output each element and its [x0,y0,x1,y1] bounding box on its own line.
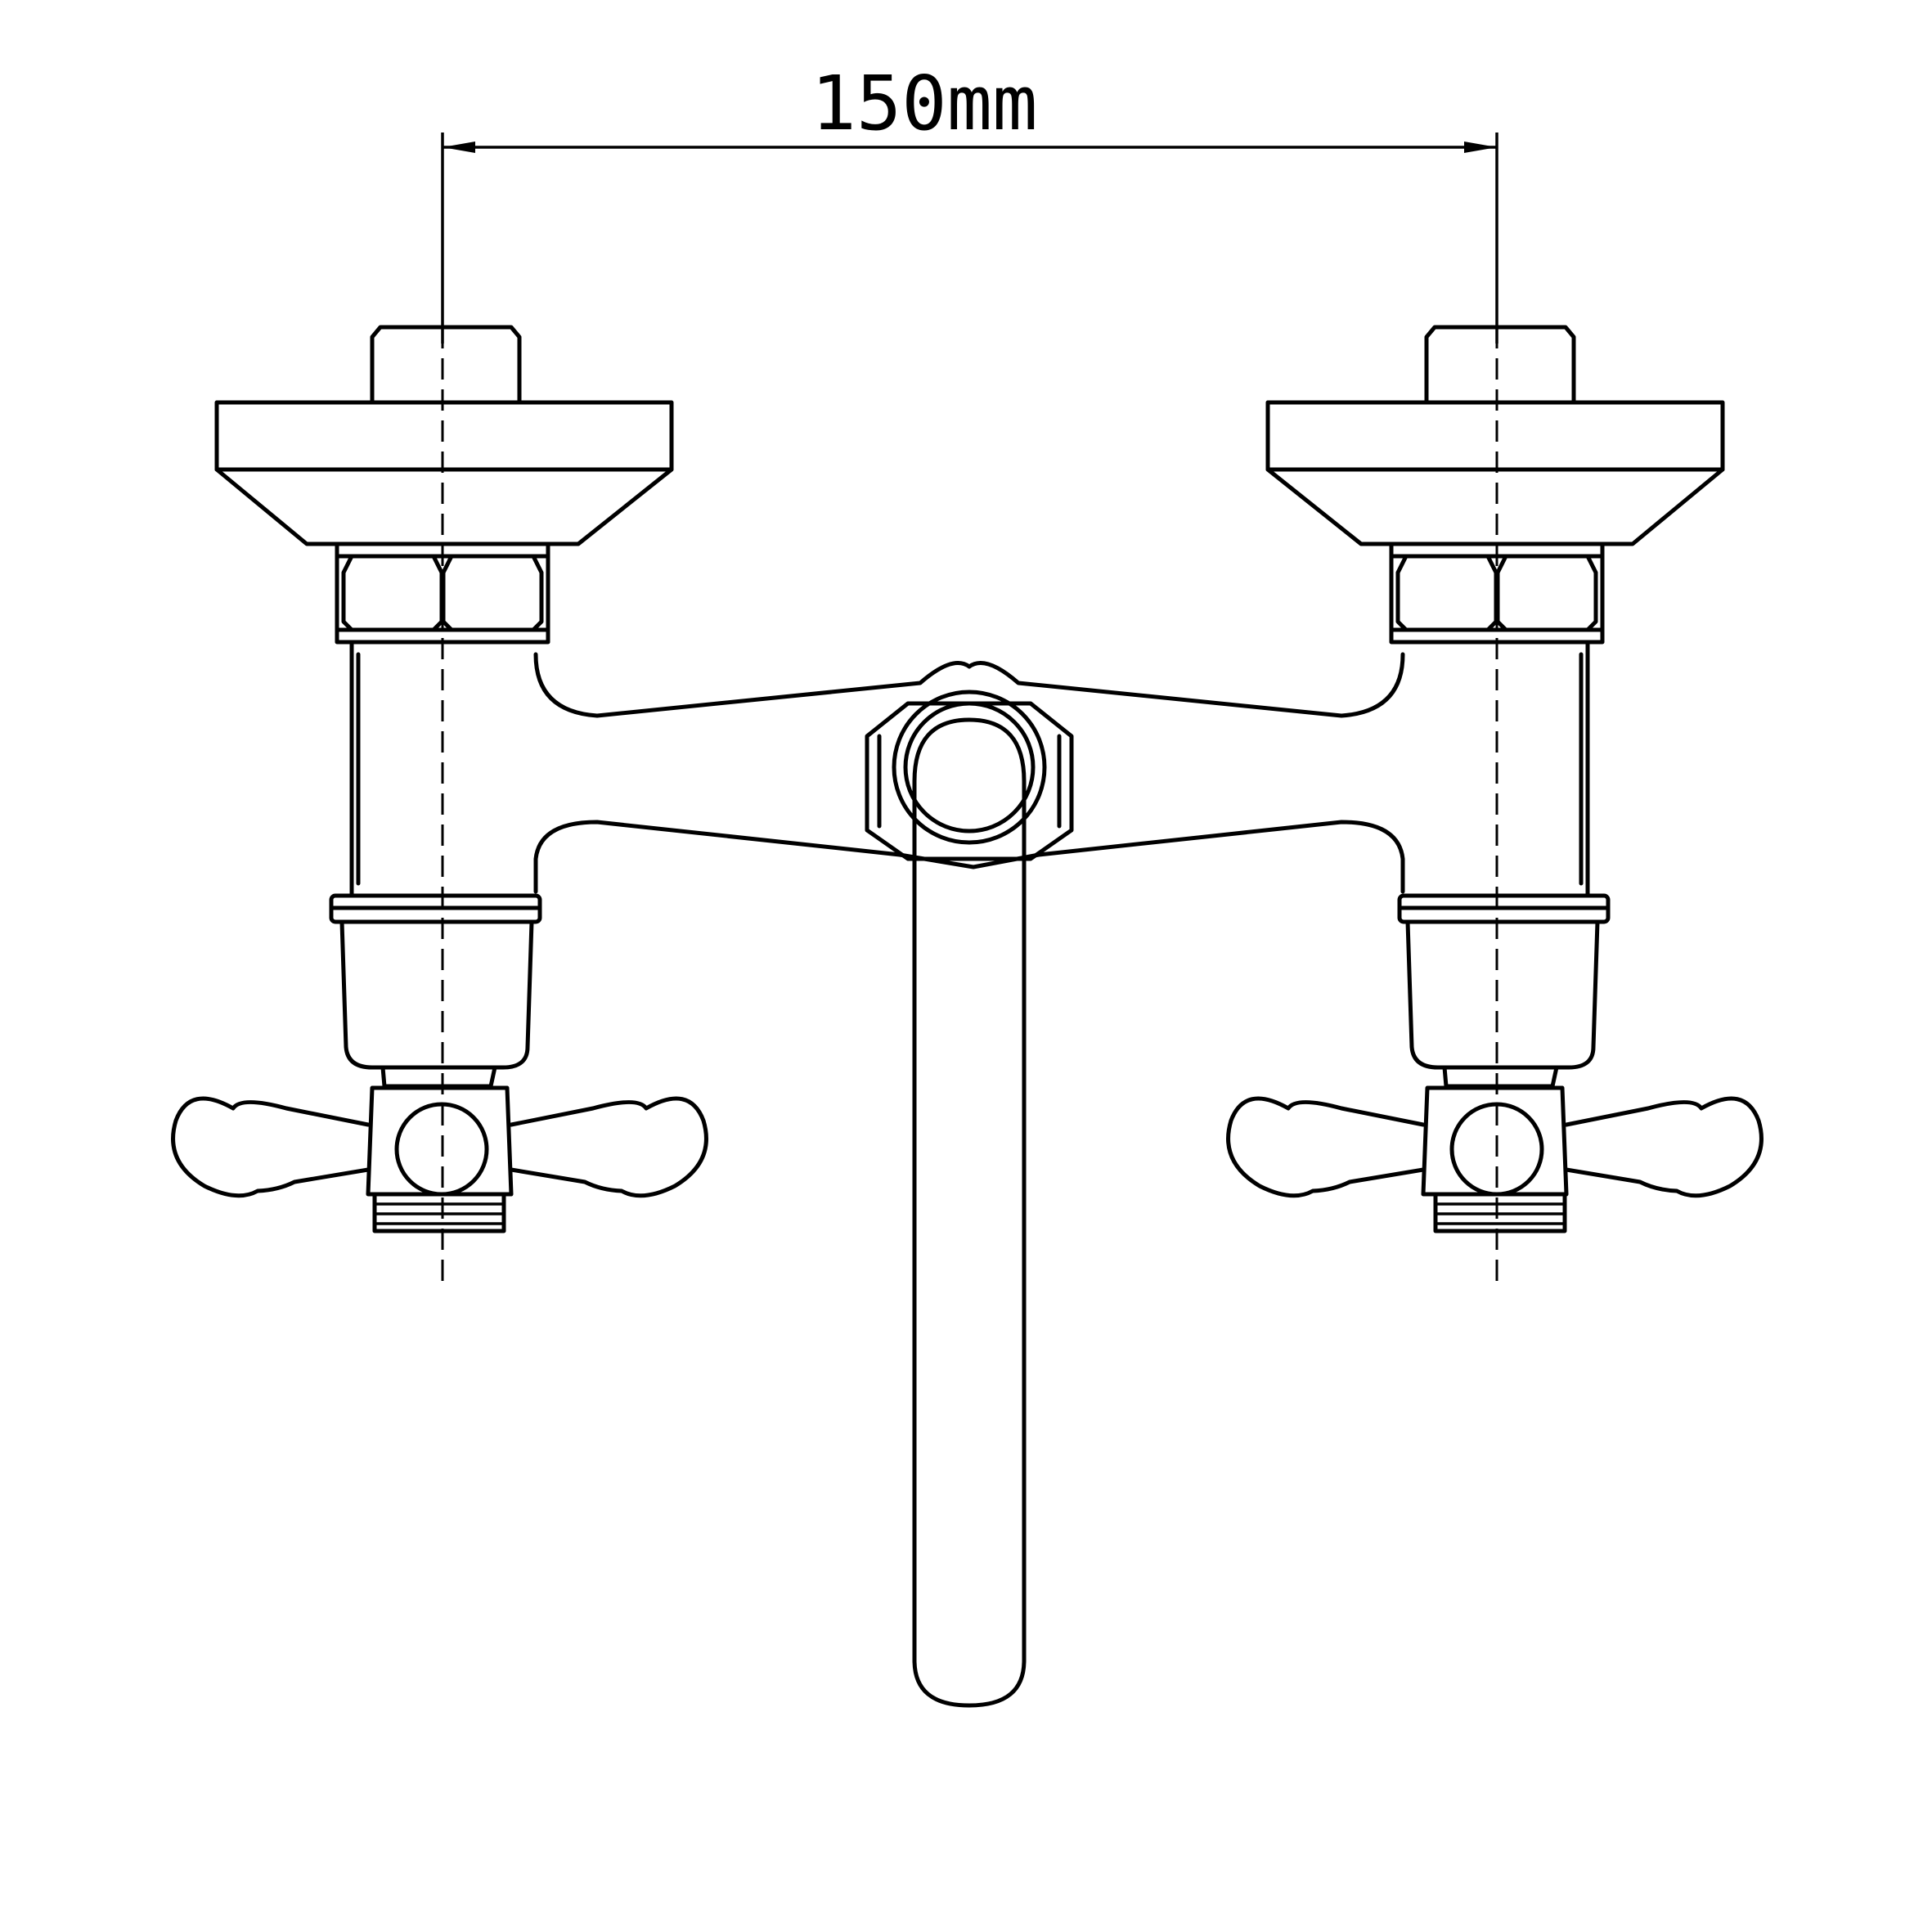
left-bonnet [339,919,534,1070]
right-hex-nut [1389,541,1605,645]
left-flange [214,400,674,472]
left-escutcheon [214,467,674,546]
right-bonnet [1405,919,1600,1070]
left-handle-hub [366,1085,514,1197]
dimension-label: 150mm [811,60,1038,147]
right-inlet-stub [1424,325,1576,405]
spout-hex-nut [865,701,1074,861]
left-hex-nut [335,541,550,645]
right-valve [1226,325,1764,1233]
mixer-body-top [533,652,1405,718]
right-handle-arm-right [1564,1096,1764,1198]
left-handle-arm-right [509,1096,708,1198]
spout [912,717,1027,1708]
left-inlet-stub [370,325,522,405]
spout-swivel-outer [892,690,1047,845]
right-handle-arm-left [1226,1096,1426,1198]
right-escutcheon [1265,467,1725,546]
left-valve [171,325,708,1233]
mixer-body-bottom [533,820,1405,894]
mixer-body [533,652,1405,894]
left-handle-arm-left [171,1096,371,1198]
dimension-annotation: 150mm [441,60,1498,344]
center-lines [441,327,1498,1284]
right-flange [1265,400,1725,472]
spout-tube [912,860,1027,1708]
